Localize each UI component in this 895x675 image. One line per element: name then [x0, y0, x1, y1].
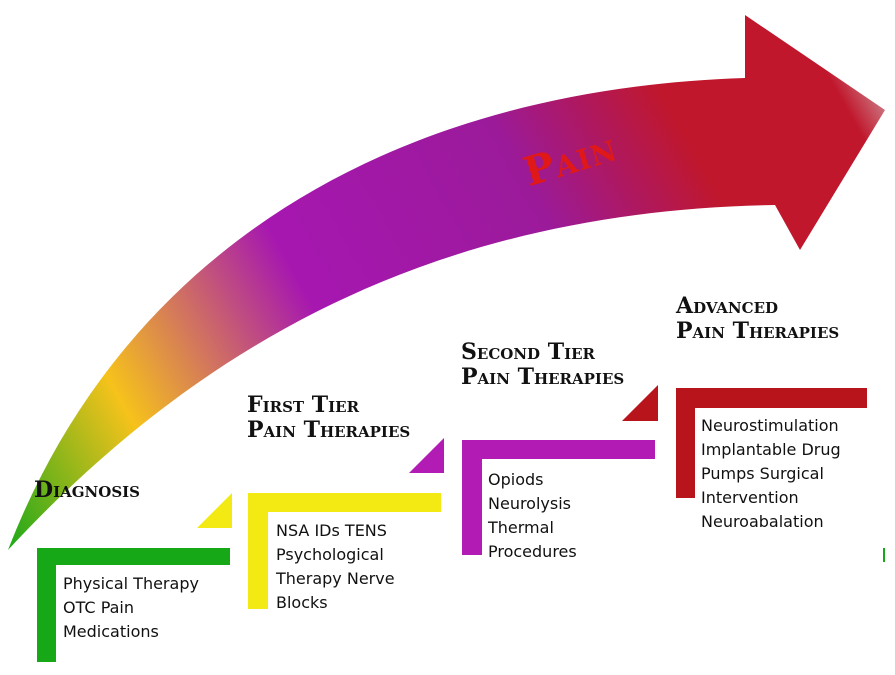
first-tier-item: NSA IDs TENS	[276, 521, 387, 540]
first-tier-item: Blocks	[276, 593, 328, 612]
diagnosis-items: Physical Therapy OTC Pain Medications	[63, 572, 199, 644]
advanced-step-tick	[883, 548, 885, 562]
advanced-item: Neuroabalation	[701, 512, 824, 531]
advanced-item: Implantable Drug	[701, 440, 841, 459]
second-tier-item: Procedures	[488, 542, 577, 561]
advanced-item: Pumps Surgical	[701, 464, 824, 483]
diagnosis-step	[37, 548, 230, 662]
diagnosis-title-line: Diagnosis	[34, 477, 141, 503]
first-tier-item: Therapy Nerve	[276, 569, 395, 588]
second-tier-title-line: Pain Therapies	[461, 364, 625, 390]
second-tier-item: Neurolysis	[488, 494, 571, 513]
diagnosis-item: Physical Therapy	[63, 574, 199, 593]
first-tier-step	[248, 493, 441, 609]
second-tier-title-line: Second Tier	[461, 339, 595, 365]
first-tier-item: Psychological	[276, 545, 384, 564]
second-tier-title: Second Tier Pain Therapies	[461, 340, 624, 390]
advanced-title-line: Pain Therapies	[676, 318, 840, 344]
first-tier-items: NSA IDs TENS Psychological Therapy Nerve…	[276, 519, 395, 615]
diagnosis-title: Diagnosis	[34, 478, 140, 503]
pain-arrow	[8, 15, 885, 550]
first-tier-title: First Tier Pain Therapies	[247, 393, 410, 443]
first-tier-title-line: Pain Therapies	[247, 417, 411, 443]
advanced-step	[676, 388, 867, 498]
diagnosis-item: OTC Pain	[63, 598, 135, 617]
advanced-items: Neurostimulation Implantable Drug Pumps …	[701, 414, 841, 534]
second-tier-step	[462, 440, 655, 555]
first-tier-title-line: First Tier	[247, 392, 360, 418]
advanced-title-line: Advanced	[676, 293, 779, 319]
diagnosis-connector	[197, 493, 232, 528]
advanced-item: Neurostimulation	[701, 416, 839, 435]
second-tier-connector	[622, 385, 658, 421]
second-tier-item: Opiods	[488, 470, 544, 489]
diagnosis-item: Medications	[63, 622, 159, 641]
first-tier-connector	[409, 438, 444, 473]
second-tier-items: Opiods Neurolysis Thermal Procedures	[488, 468, 577, 564]
advanced-title: Advanced Pain Therapies	[676, 294, 839, 344]
second-tier-item: Thermal	[488, 518, 554, 537]
advanced-item: Intervention	[701, 488, 799, 507]
